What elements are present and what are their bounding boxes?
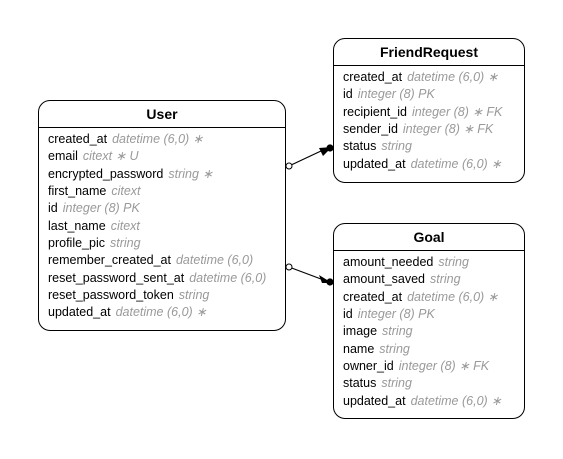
attribute-list: created_at datetime (6,0) ∗ id integer (8)…: [334, 66, 524, 173]
attribute-row: id integer (8) PK: [343, 86, 524, 103]
attribute-row: first_name citext: [48, 183, 285, 200]
attribute-row: sender_id integer (8) ∗ FK: [343, 121, 524, 138]
attribute-row: id integer (8) PK: [343, 306, 524, 323]
attribute-name: created_at: [48, 132, 108, 146]
attribute-name: updated_at: [48, 305, 111, 320]
attribute-name: remember_created_at: [48, 253, 171, 268]
attribute-row: email citext ∗ U: [48, 148, 285, 165]
attribute-name: reset_password_sent_at: [48, 270, 185, 285]
attribute-row: amount_saved string: [343, 271, 524, 288]
attribute-row: created_at datetime (6,0) ∗: [48, 131, 285, 148]
entity-friendrequest[interactable]: FriendRequest created_at datetime (6,0) ∗…: [333, 38, 525, 183]
attribute-type: string ∗: [168, 166, 213, 181]
attribute-type: integer (8) PK: [357, 307, 435, 322]
attribute-name: reset_password_token: [48, 288, 174, 303]
attribute-type: integer (8) ∗ FK: [402, 122, 494, 137]
attribute-type: datetime (6,0) ∗: [112, 132, 204, 146]
attribute-name: name: [343, 341, 375, 356]
attribute-type: datetime (6,0) ∗: [410, 156, 502, 171]
attribute-name: updated_at: [343, 393, 406, 408]
relationship-user-friendrequest: [285, 144, 334, 170]
attribute-name: updated_at: [343, 156, 406, 171]
attribute-name: id: [343, 307, 353, 322]
entity-user[interactable]: User created_at datetime (6,0) ∗ email cit…: [38, 100, 286, 331]
attribute-type: datetime (6,0) ∗: [407, 289, 499, 304]
attribute-name: amount_needed: [343, 255, 434, 269]
attribute-type: integer (8) PK: [357, 87, 435, 102]
attribute-type: integer (8) ∗ FK: [398, 359, 490, 374]
attribute-row: reset_password_token string: [48, 287, 285, 304]
attribute-row: remember_created_at datetime (6,0): [48, 252, 285, 269]
attribute-type: datetime (6,0) ∗: [115, 305, 207, 320]
attribute-type: integer (8) PK: [62, 201, 140, 216]
attribute-name: recipient_id: [343, 104, 407, 119]
attribute-row: amount_needed string: [343, 254, 524, 271]
attribute-name: status: [343, 376, 377, 391]
attribute-row: profile_pic string: [48, 235, 285, 252]
attribute-row: owner_id integer (8) ∗ FK: [343, 358, 524, 375]
attribute-type: datetime (6,0): [189, 270, 267, 285]
attribute-row: name string: [343, 341, 524, 358]
attribute-type: string: [109, 236, 141, 251]
attribute-name: created_at: [343, 70, 403, 84]
attribute-type: citext: [110, 218, 140, 233]
attribute-name: last_name: [48, 218, 106, 233]
attribute-name: amount_saved: [343, 272, 426, 287]
entity-title: User: [39, 101, 285, 128]
attribute-row: reset_password_sent_at datetime (6,0): [48, 270, 285, 287]
attribute-name: encrypted_password: [48, 166, 164, 181]
attribute-type: string: [381, 376, 412, 391]
attribute-type: string: [438, 255, 469, 269]
attribute-type: string: [379, 341, 410, 356]
attribute-row: updated_at datetime (6,0) ∗: [343, 156, 524, 173]
attribute-row: encrypted_password string ∗: [48, 166, 285, 183]
attribute-name: status: [343, 139, 377, 154]
relationship-user-goal: [285, 263, 334, 286]
attribute-type: string: [178, 288, 210, 303]
attribute-row: last_name citext: [48, 218, 285, 235]
attribute-row: status string: [343, 375, 524, 392]
attribute-type: string: [381, 139, 412, 154]
attribute-type: datetime (6,0) ∗: [407, 70, 499, 84]
attribute-row: created_at datetime (6,0) ∗: [343, 69, 524, 86]
attribute-type: citext: [111, 184, 141, 199]
entity-title: Goal: [334, 224, 524, 251]
attribute-row: status string: [343, 138, 524, 155]
attribute-name: owner_id: [343, 359, 394, 374]
attribute-name: sender_id: [343, 122, 398, 137]
attribute-type: integer (8) ∗ FK: [411, 104, 503, 119]
attribute-name: image: [343, 324, 378, 339]
attribute-type: datetime (6,0) ∗: [410, 393, 502, 408]
relationship-line: [288, 150, 322, 167]
attribute-type: string: [430, 272, 461, 287]
attribute-name: first_name: [48, 184, 107, 199]
attribute-name: id: [48, 201, 58, 216]
attribute-name: created_at: [343, 289, 403, 304]
attribute-list: created_at datetime (6,0) ∗ email citext ∗…: [39, 128, 285, 322]
attribute-row: recipient_id integer (8) ∗ FK: [343, 104, 524, 121]
attribute-row: created_at datetime (6,0) ∗: [343, 289, 524, 306]
attribute-row: updated_at datetime (6,0) ∗: [48, 304, 285, 321]
attribute-type: datetime (6,0): [175, 253, 254, 268]
relationship-line: [288, 266, 322, 280]
attribute-row: image string: [343, 323, 524, 340]
open-circle-end-icon: [285, 162, 293, 170]
attribute-name: email: [48, 149, 78, 164]
attribute-name: id: [343, 87, 353, 102]
attribute-row: updated_at datetime (6,0) ∗: [343, 393, 524, 410]
attribute-type: citext ∗ U: [82, 149, 139, 164]
attribute-row: id integer (8) PK: [48, 200, 285, 217]
attribute-name: profile_pic: [48, 236, 105, 251]
filled-dot-end-icon: [326, 144, 334, 152]
entity-title: FriendRequest: [334, 39, 524, 66]
attribute-type: string: [382, 324, 413, 339]
filled-dot-end-icon: [326, 278, 334, 286]
open-circle-end-icon: [285, 263, 293, 271]
